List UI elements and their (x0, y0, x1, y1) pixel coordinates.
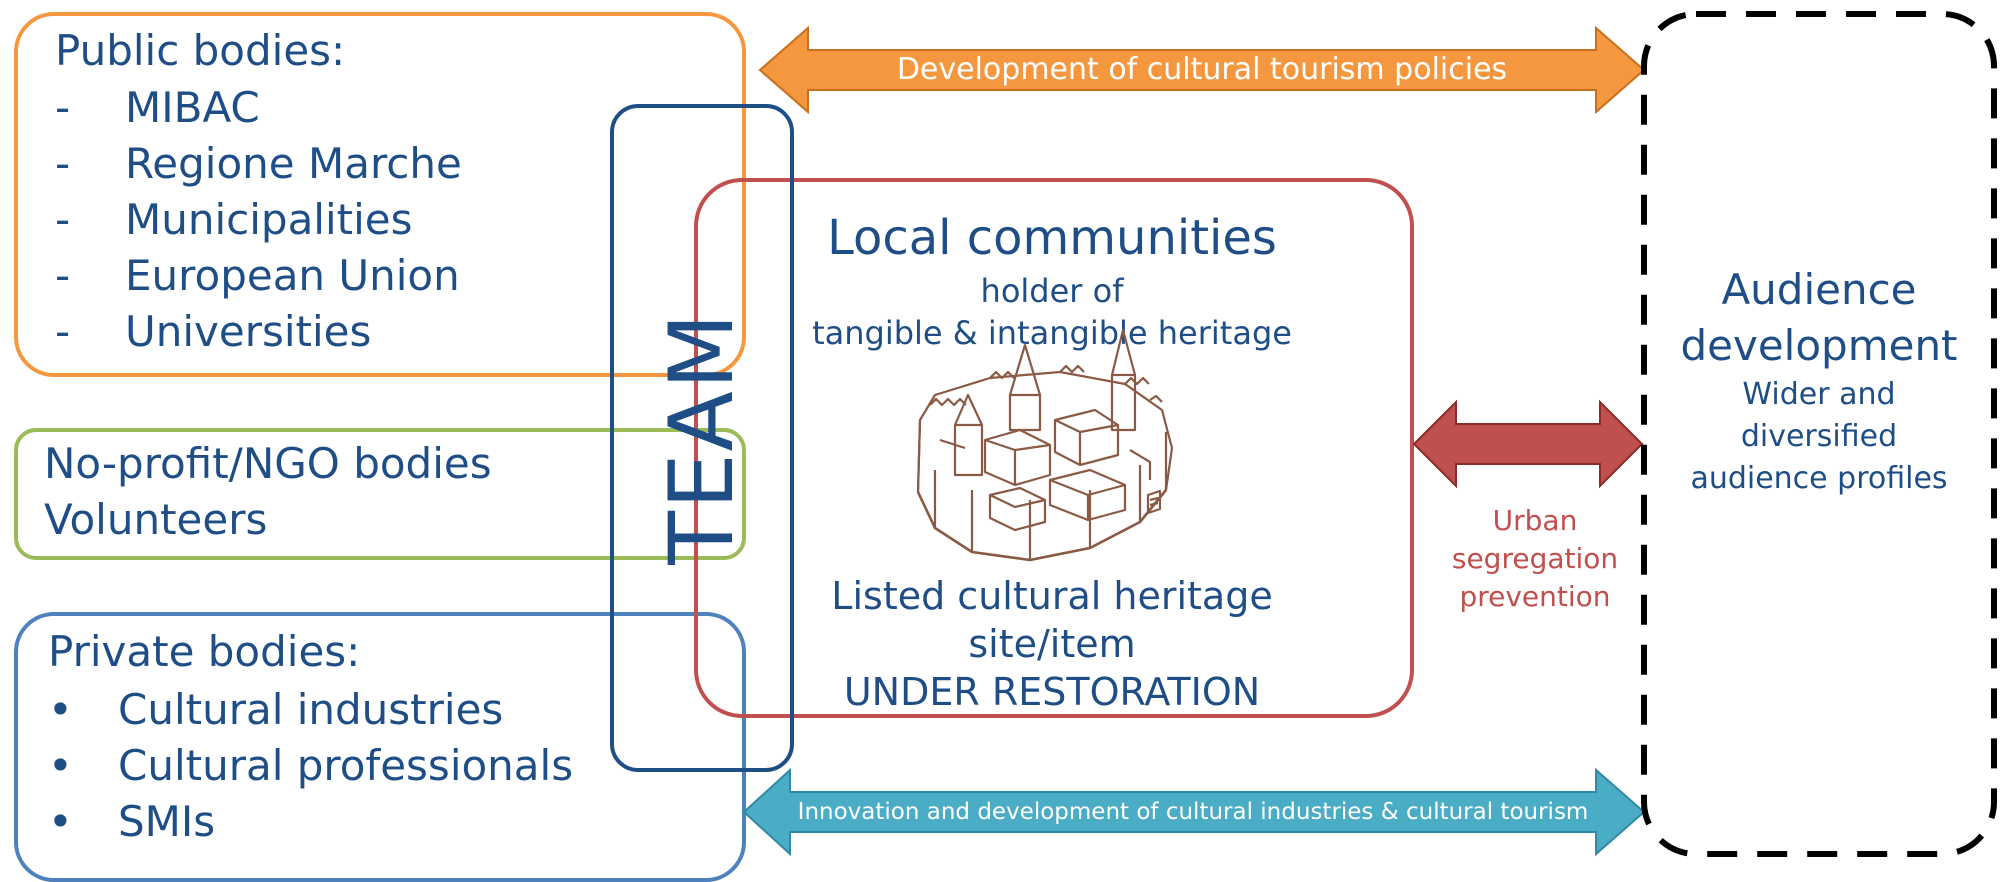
list-item: - Regione Marche (55, 136, 575, 192)
site-item-label: site/item (968, 622, 1136, 666)
urban-label: Urban (1492, 504, 1578, 537)
private-bodies-title: Private bodies: (48, 627, 361, 676)
under-restoration-label: UNDER RESTORATION (843, 670, 1261, 714)
list-item: • SMIs (48, 794, 608, 850)
arrows-layer (742, 11, 1997, 857)
private-body-label: Cultural professionals (118, 741, 574, 790)
policy-arrow-label: Development of cultural tourism policies (896, 52, 1508, 87)
holder-of-label: holder of (980, 272, 1124, 310)
dash-marker: - (55, 83, 71, 132)
list-item: - Universities (55, 304, 575, 360)
private-bodies-list: • Cultural industries • Cultural professio… (48, 682, 608, 850)
audience-sub-1: Wider and (1742, 377, 1896, 412)
public-body-label: Regione Marche (125, 139, 462, 188)
audience-sub-2: diversified (1740, 419, 1898, 454)
bullet-marker: • (48, 797, 73, 846)
public-body-label: Municipalities (125, 195, 413, 244)
segregation-arrow (1412, 399, 1644, 489)
audience-title-1: Audience (1721, 265, 1917, 314)
private-body-label: SMIs (118, 797, 216, 846)
listed-heritage-label: Listed cultural heritage (831, 574, 1273, 618)
private-body-label: Cultural industries (118, 685, 504, 734)
list-item: • Cultural professionals (48, 738, 608, 794)
public-body-label: European Union (125, 251, 460, 300)
bullet-marker: • (48, 685, 73, 734)
bullet-marker: • (48, 741, 73, 790)
dash-marker: - (55, 139, 71, 188)
public-body-label: MIBAC (125, 83, 260, 132)
heritage-label: tangible & intangible heritage (812, 314, 1292, 352)
ngo-bodies-box (14, 428, 746, 560)
list-item: - Municipalities (55, 192, 575, 248)
local-communities-title: Local communities (827, 210, 1277, 266)
public-body-label: Universities (125, 307, 372, 356)
dash-marker: - (55, 251, 71, 300)
public-bodies-box (14, 12, 746, 377)
ngo-bodies-label: No-profit/NGO bodies (44, 439, 492, 488)
local-communities-box (694, 178, 1414, 718)
audience-sub-3: audience profiles (1690, 461, 1948, 496)
team-box (610, 104, 794, 772)
dash-marker: - (55, 307, 71, 356)
public-bodies-list: - MIBAC - Regione Marche - Municipalities -… (55, 80, 575, 360)
list-item: • Cultural industries (48, 682, 608, 738)
audience-title-2: development (1680, 321, 1958, 370)
public-bodies-title: Public bodies: (55, 26, 346, 75)
volunteers-label: Volunteers (44, 495, 268, 544)
innovation-arrow-label: Innovation and development of cultural i… (797, 799, 1589, 825)
segregation-label: segregation (1451, 542, 1619, 575)
list-item: - European Union (55, 248, 575, 304)
audience-box (1641, 11, 1997, 857)
prevention-label: prevention (1459, 580, 1611, 613)
list-item: - MIBAC (55, 80, 575, 136)
dash-marker: - (55, 195, 71, 244)
